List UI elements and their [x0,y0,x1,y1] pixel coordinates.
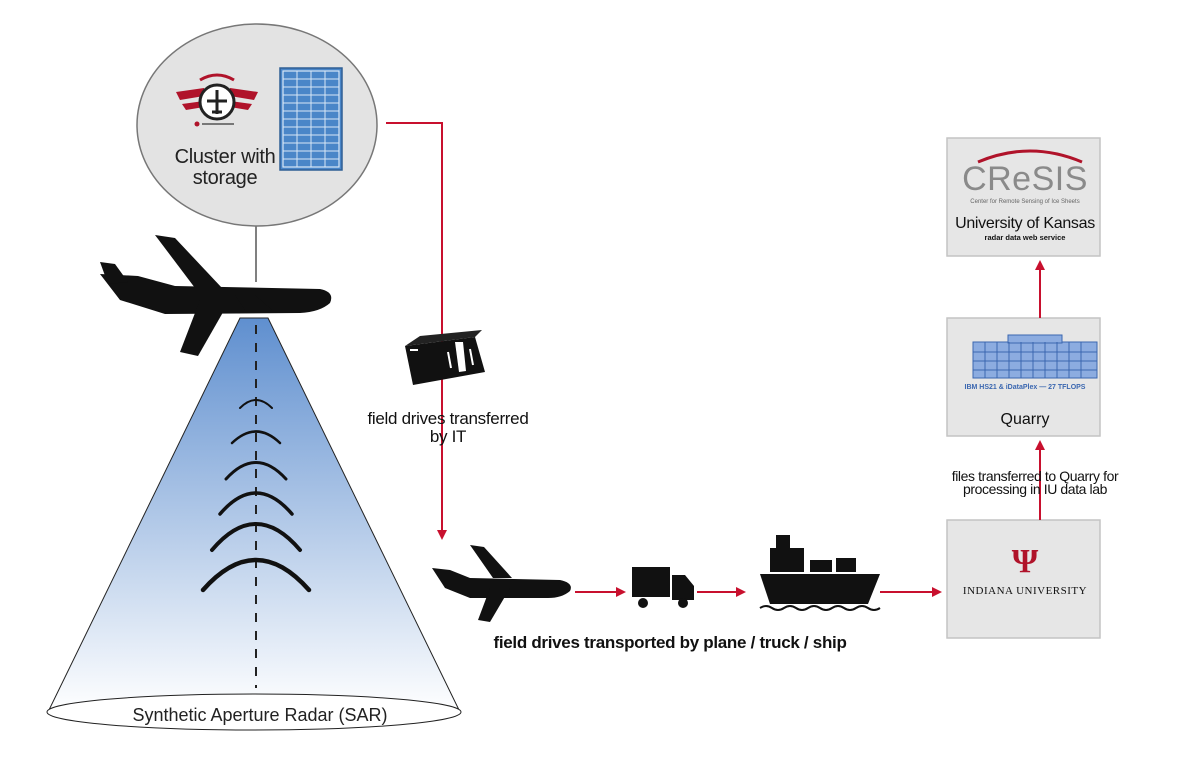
cresis-arc-icon [977,149,1083,164]
field-drives-it-label: field drives transferred by IT [367,409,529,446]
cresis-tagline: Center for Remote Sensing of Ice Sheets [970,199,1080,205]
cluster-node [136,23,378,282]
cresis-logo-text: CReSIS [962,160,1088,198]
hard-drive-case-icon [405,330,485,385]
transfer-to-quarry-label: files transferred to Quarry for processi… [951,468,1119,498]
truck-icon [632,567,694,608]
airplane-icon [100,235,332,356]
iu-trident-icon: Ψ [1011,543,1039,580]
server-rack-icon [279,67,343,171]
aviation-badge-icon [176,73,258,127]
cluster-label: Cluster with storage [174,146,276,189]
transport-airplane-icon [432,545,571,622]
sar-label: Synthetic Aperture Radar (SAR) [132,705,388,725]
radar-wave-arcs [200,399,312,593]
cargo-ship-icon [759,535,881,611]
sar-beam [46,317,462,731]
indiana-box [946,519,1101,639]
sar-ground-ellipse [46,693,462,731]
quarry-caption: IBM HS21 & iDataPlex — 27 TFLOPS [964,384,1086,391]
indiana-title: INDIANA UNIVERSITY [962,585,1088,597]
building-icon [972,334,1098,379]
cresis-title: University of Kansas [955,215,1095,232]
arrow-cluster-to-field-drives [386,122,447,540]
quarry-title: Quarry [1000,411,1050,428]
cresis-subtitle: radar data web service [984,233,1066,242]
transport-label: field drives transported by plane / truc… [493,633,847,652]
